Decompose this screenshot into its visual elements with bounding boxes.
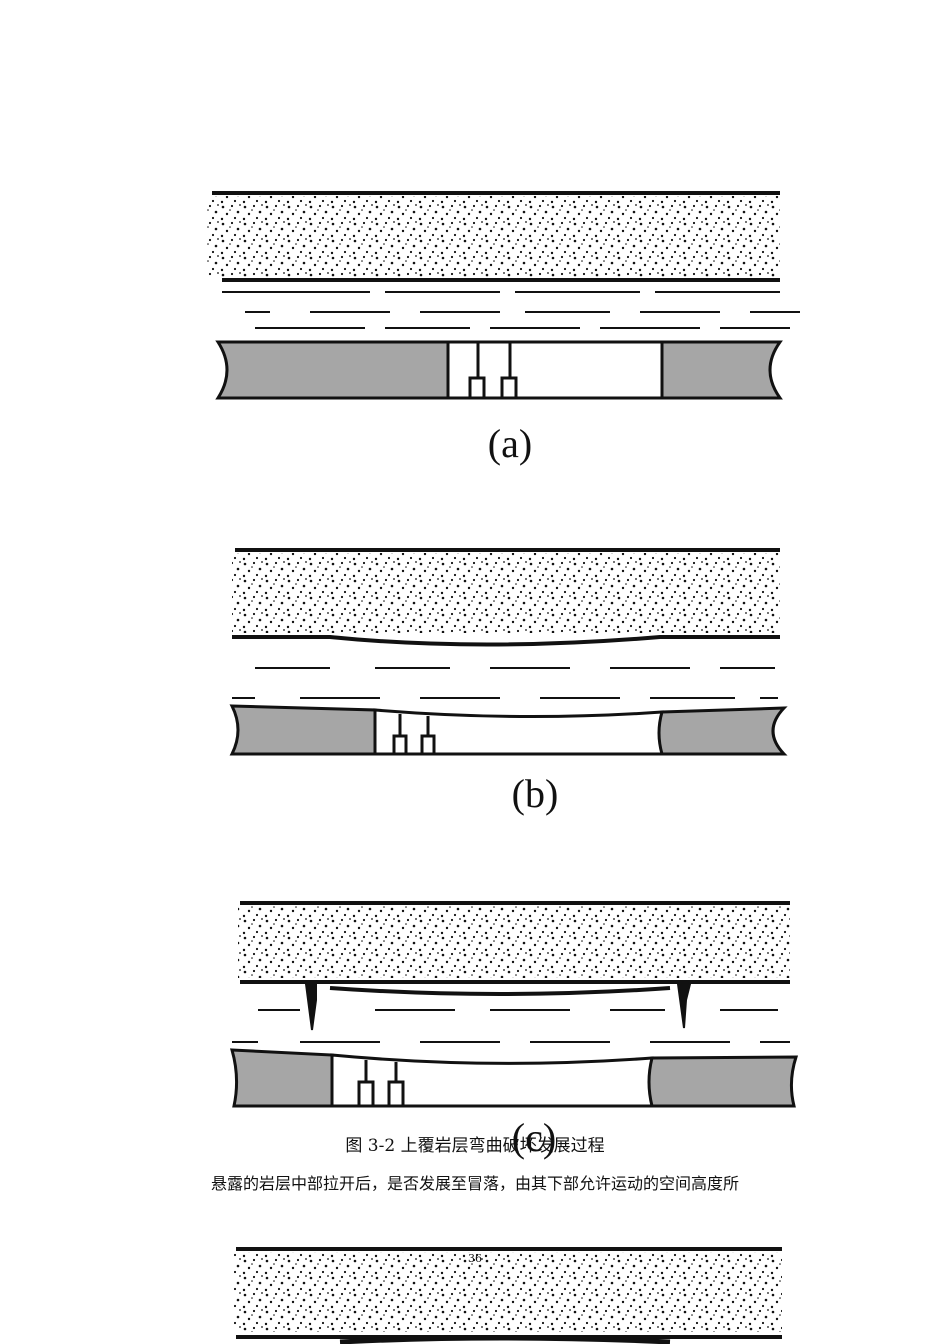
coal-seam-right: [660, 340, 783, 400]
hydraulic-support: [468, 342, 518, 400]
hydraulic-support: [392, 714, 436, 756]
panel-label-a: (a): [487, 421, 533, 466]
mined-out-gob: [373, 708, 664, 756]
coal-seam-left: [229, 1048, 334, 1108]
page-number: 36: [468, 1252, 482, 1265]
sagging-strata-line: [232, 635, 780, 647]
shale-dashes: [222, 291, 800, 329]
panel-a-diagram: [207, 191, 800, 400]
panel-d-diagram: [234, 1247, 782, 1344]
sandstone-layer: [207, 196, 780, 277]
panel-c-diagram: [229, 901, 799, 1108]
sandstone-layer: [234, 1252, 782, 1332]
coal-seam-right: [647, 1055, 799, 1108]
shale-dashes: [232, 1009, 790, 1043]
mined-out-gob: [330, 1053, 654, 1108]
panel-label-b: (b): [511, 771, 559, 816]
sandstone-layer: [232, 553, 780, 633]
shale-dashes: [232, 667, 778, 699]
body-paragraph: 悬露的岩层中部拉开后，是否发展至冒落，由其下部允许运动的空间高度所: [210, 1174, 739, 1193]
coal-seam-left: [229, 704, 377, 756]
sandstone-layer: [238, 906, 790, 978]
crack-left: [304, 983, 317, 1031]
crack-right: [676, 983, 692, 1029]
panel-b-diagram: [229, 548, 788, 756]
coal-seam-left: [215, 340, 450, 400]
sagging-strata-line: [339, 1335, 671, 1344]
figure-caption: 图 3-2 上覆岩层弯曲破坏发展过程: [345, 1136, 605, 1156]
hydraulic-support: [357, 1060, 405, 1108]
sagging-strata-line: [329, 986, 671, 996]
panel-label-c: (c): [511, 1115, 557, 1160]
coal-seam-right: [657, 706, 788, 756]
